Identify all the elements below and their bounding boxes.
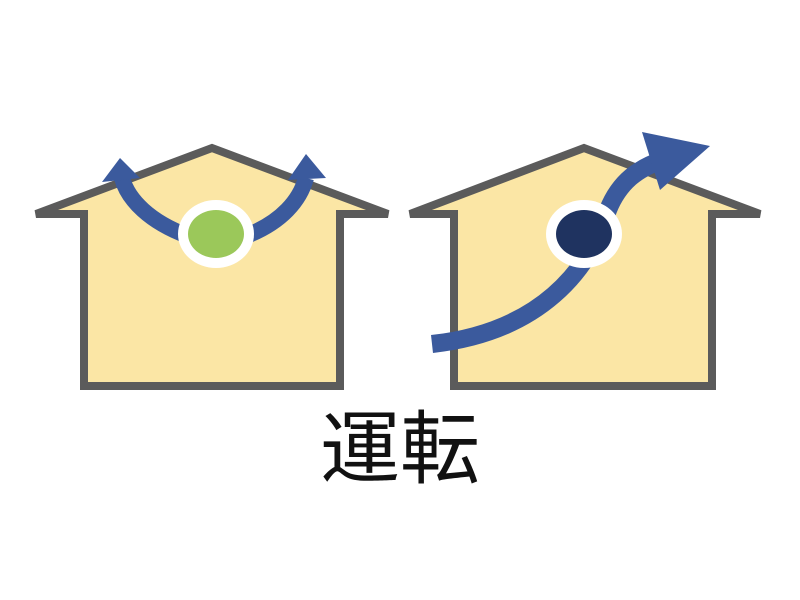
left-airflow-left-arrow [114, 175, 191, 244]
caption-label: 運転 [320, 403, 480, 496]
right-fan-icon [556, 210, 612, 258]
left-house [34, 143, 390, 390]
left-airflow-right-arrow [242, 175, 314, 244]
right-house [408, 132, 762, 390]
left-fan-icon [188, 210, 244, 258]
left-airflow-right-arrowhead [288, 154, 326, 180]
right-airflow-arrowhead [642, 132, 710, 190]
left-airflow-left-arrowhead [102, 158, 140, 182]
